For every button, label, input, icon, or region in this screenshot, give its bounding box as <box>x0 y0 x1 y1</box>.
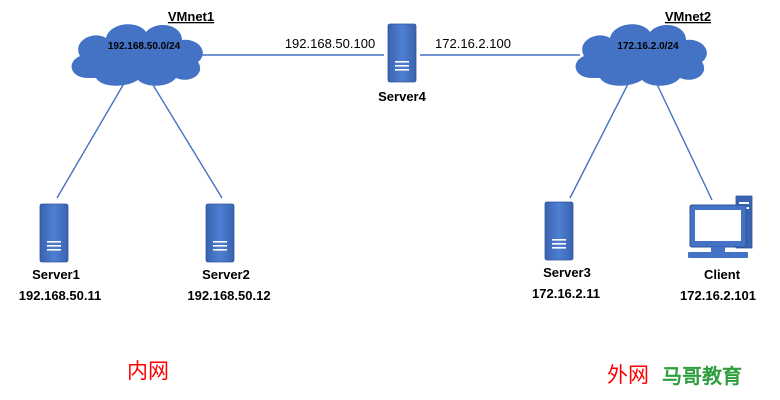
desktop-computer-icon <box>688 195 753 258</box>
host-name: Server3 <box>543 265 591 280</box>
server-icon <box>205 203 235 263</box>
cloud-icon <box>71 24 203 86</box>
link-vmnet2-client <box>654 79 713 201</box>
host-server3: Server3 172.16.2.11 <box>532 201 600 301</box>
host-ip: 192.168.50.11 <box>19 288 101 303</box>
zone-label-external: 外网 <box>607 363 649 387</box>
cloud-icon <box>575 24 707 86</box>
host-ip: 172.16.2.11 <box>532 286 600 301</box>
zone-label-internal: 内网 <box>127 359 169 383</box>
cloud-subnet-label: 172.16.2.0/24 <box>617 41 679 52</box>
server-icon <box>387 23 417 83</box>
host-ip: 192.168.50.12 <box>187 288 270 303</box>
router-ip-left: 192.168.50.100 <box>285 36 375 51</box>
host-ip: 172.16.2.101 <box>680 288 756 303</box>
cloud-vmnet1: 192.168.50.0/24 <box>71 24 203 86</box>
link-vmnet1-server2 <box>149 79 223 199</box>
cloud-name-label: VMnet2 <box>665 9 711 24</box>
router-name: Server4 <box>378 89 426 104</box>
cloud-vmnet2: 172.16.2.0/24 <box>575 24 707 86</box>
watermark-text: 马哥教育 <box>662 364 742 388</box>
host-client: Client 172.16.2.101 <box>680 195 756 303</box>
host-name: Server2 <box>202 267 250 282</box>
cloud-name-label: VMnet1 <box>168 9 214 24</box>
host-server2: Server2 192.168.50.12 <box>187 203 271 303</box>
link-vmnet2-server3 <box>569 79 631 199</box>
host-server1: Server1 192.168.50.11 <box>19 203 101 303</box>
host-name: Client <box>704 267 741 282</box>
server-icon <box>39 203 69 263</box>
router-server4: 192.168.50.100 172.16.2.100 Server4 <box>285 23 511 104</box>
cloud-subnet-label: 192.168.50.0/24 <box>108 41 181 52</box>
link-vmnet1-server1 <box>56 79 127 199</box>
links <box>56 54 713 201</box>
server-icon <box>544 201 574 261</box>
host-name: Server1 <box>32 267 80 282</box>
router-ip-right: 172.16.2.100 <box>435 36 511 51</box>
